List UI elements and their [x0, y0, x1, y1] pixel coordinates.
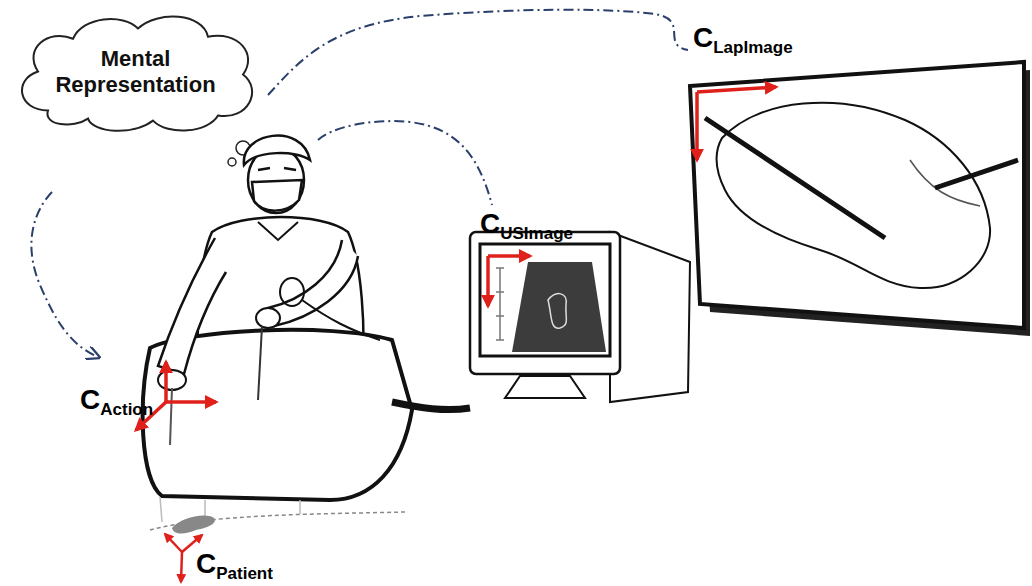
ultrasound-image	[512, 262, 606, 352]
cloud-shape	[22, 17, 252, 131]
frame-subscript: Patient	[216, 564, 273, 583]
lapimage-frame	[697, 87, 776, 160]
axis	[488, 254, 530, 258]
surgeon-eyes	[258, 168, 296, 170]
surgeon-left-arm	[158, 238, 226, 374]
surgeon-cap	[244, 136, 310, 165]
frame-label: CPatient	[196, 550, 273, 582]
cloud-label: Mental Representation	[51, 46, 221, 99]
organ	[172, 516, 215, 534]
monitor-stand	[505, 376, 585, 398]
lap-instrument	[705, 118, 885, 238]
frame-letter: C	[480, 208, 500, 239]
axis	[181, 552, 182, 582]
depth-scale	[496, 268, 504, 340]
monitor-screen	[480, 244, 610, 356]
action-frame	[136, 362, 216, 430]
frame-label: CLapImage	[693, 24, 793, 56]
ultrasound-probe	[258, 326, 262, 400]
table-edge	[392, 402, 470, 410]
surgeon-right-arm	[268, 240, 358, 326]
usimage-frame	[488, 256, 530, 306]
monitor-body	[610, 232, 690, 402]
thought-cloud: Mental Representation	[8, 8, 263, 136]
frame-letter: C	[693, 22, 713, 53]
probe-cable	[302, 300, 380, 340]
dash-line	[268, 10, 688, 95]
frame-subscript: LapImage	[713, 38, 792, 57]
dash-line	[318, 121, 492, 205]
lap-screen	[690, 62, 1024, 328]
probe-cable	[280, 278, 304, 306]
ultrasound-organ	[548, 294, 566, 329]
thought-bubble	[228, 158, 236, 166]
liver-outline	[717, 103, 990, 288]
frame-letter: C	[196, 548, 216, 579]
axis	[166, 400, 216, 404]
frame-subscript: Action	[100, 400, 153, 419]
surgeon-mask	[252, 180, 302, 211]
projection-lines	[160, 497, 300, 522]
monitor-bezel	[470, 232, 620, 374]
dash-line	[31, 192, 98, 357]
axis	[486, 256, 490, 306]
laparoscope	[170, 388, 172, 445]
axis	[695, 92, 699, 160]
axis	[164, 362, 168, 402]
axis	[165, 534, 182, 552]
frame-label: CUSImage	[480, 210, 573, 242]
frame-letter: C	[80, 384, 100, 415]
axis	[697, 87, 776, 92]
surgeon-left-hand	[158, 370, 186, 390]
surgeon-right-hand	[256, 308, 280, 328]
lap-instrument	[935, 160, 1018, 188]
frame-subscript: USImage	[500, 224, 573, 243]
frame-label: CAction	[80, 386, 153, 418]
gown-collar	[258, 222, 298, 240]
